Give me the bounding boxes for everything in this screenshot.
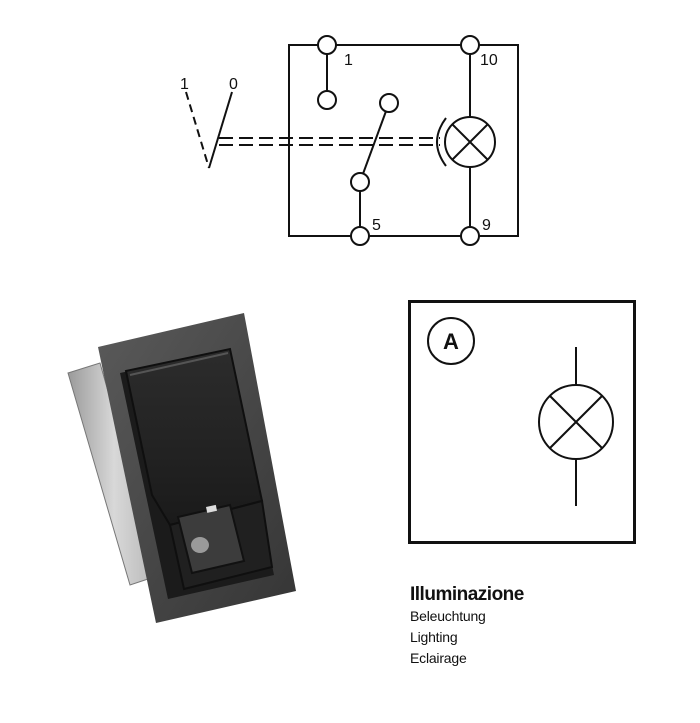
actuator-arm-left — [185, 91, 210, 169]
terminal-1-node — [317, 35, 337, 55]
terminal-1-label: 1 — [344, 52, 353, 69]
lamp-symbol — [444, 116, 496, 168]
contact-open-node — [379, 93, 399, 113]
wiring-schematic: 1 0 1 10 5 9 — [180, 35, 519, 246]
legend-line-fr: Eclairage — [410, 650, 467, 666]
legend-title: Illuminazione — [410, 584, 524, 605]
position-on-label: 1 — [180, 76, 189, 93]
frame-line — [288, 44, 519, 237]
terminal-10-label: 10 — [480, 52, 498, 69]
position-off-label: 0 — [229, 76, 238, 93]
legend-line-de: Beleuchtung — [410, 608, 486, 624]
terminal-5-node — [350, 226, 370, 246]
terminal-9-label: 9 — [482, 217, 491, 234]
lever-pivot-node — [350, 172, 370, 192]
actuator-arm-right — [208, 91, 233, 169]
terminal-10-node — [460, 35, 480, 55]
switch-lever — [359, 102, 390, 183]
function-legend: Illuminazione Beleuchtung Lighting Eclai… — [410, 584, 524, 669]
badge-label: A — [443, 329, 459, 354]
terminal-9-node — [460, 226, 480, 246]
terminal-5-label: 5 — [372, 217, 381, 234]
lamp-bulb — [191, 537, 209, 553]
lamp-lens-bracket — [436, 117, 447, 167]
badge-circle — [427, 317, 475, 365]
contact-1-node — [317, 90, 337, 110]
legend-line-en: Lighting — [410, 629, 458, 645]
lamp-symbol-box: A — [408, 300, 636, 544]
rocker-switch-photo — [67, 313, 296, 623]
